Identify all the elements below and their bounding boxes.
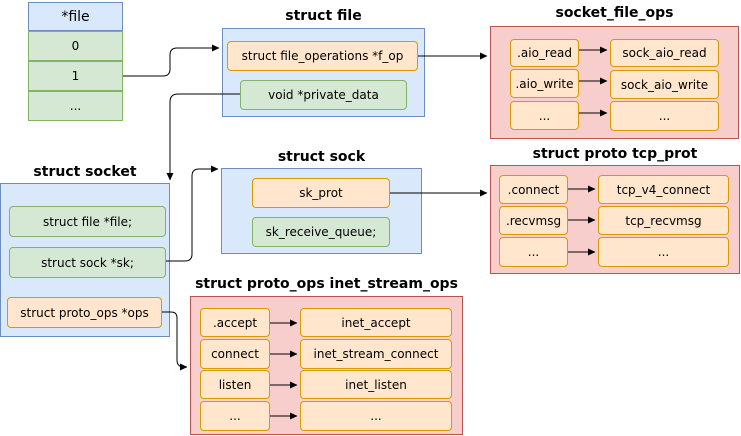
inet-stream-ops-more-field: ... [200, 401, 270, 431]
inet-listen-target: inet_listen [300, 370, 452, 399]
inet-stream-ops-title: struct proto_ops inet_stream_ops [195, 276, 458, 292]
sk-receive-queue-field: sk_receive_queue; [252, 217, 390, 247]
file-array-cell-more: ... [28, 91, 123, 121]
private-data-field: void *private_data [240, 80, 407, 110]
tcp-prot-title: struct proto tcp_prot [532, 146, 698, 162]
sock-aio-write-target: sock_aio_write [610, 70, 719, 99]
socket-file-ops-more-field: ... [510, 101, 579, 130]
sk-prot-field: sk_prot [252, 178, 390, 208]
accept-field: .accept [200, 308, 270, 337]
struct-file-title: struct file [285, 8, 362, 24]
arrow-fd-to-struct-file [123, 44, 220, 77]
socket-ops-field: struct proto_ops *ops [7, 297, 162, 328]
inet-stream-connect-target: inet_stream_connect [300, 339, 452, 369]
socket-file-field: struct file *file; [9, 206, 166, 237]
arrow-private-data-to-socket [166, 93, 240, 181]
recvmsg-field: .recvmsg [499, 206, 568, 235]
tcp-prot-more-target: ... [598, 237, 729, 267]
sock-aio-read-target: sock_aio_read [610, 39, 719, 67]
socket-sk-field: struct sock *sk; [9, 247, 166, 278]
file-array-header: *file [28, 2, 123, 31]
socket-file-ops-more-target: ... [610, 101, 719, 131]
struct-sock-title: struct sock [277, 149, 366, 165]
file-array-cell-0: 0 [28, 31, 123, 61]
struct-socket-title: struct socket [33, 164, 137, 180]
inet-accept-target: inet_accept [300, 308, 452, 337]
file-array-cell-1: 1 [28, 61, 123, 91]
arrow-ops-to-inet-stream-ops [162, 311, 188, 371]
inet-stream-ops-more-target: ... [300, 401, 452, 431]
listen-field: listen [200, 370, 270, 399]
arrow-sk-to-struct-sock [166, 165, 219, 262]
tcp-v4-connect-target: tcp_v4_connect [598, 175, 729, 204]
socket-file-ops-title: socket_file_ops [555, 5, 674, 21]
tcp-recvmsg-target: tcp_recvmsg [598, 206, 729, 235]
aio-write-field: .aio_write [510, 69, 579, 98]
aio-read-field: .aio_read [510, 39, 579, 67]
tcp-prot-more-field: ... [499, 237, 568, 267]
f-op-field: struct file_operations *f_op [227, 41, 418, 71]
ops-connect-field: connect [200, 339, 270, 369]
connect-field: .connect [499, 175, 568, 204]
